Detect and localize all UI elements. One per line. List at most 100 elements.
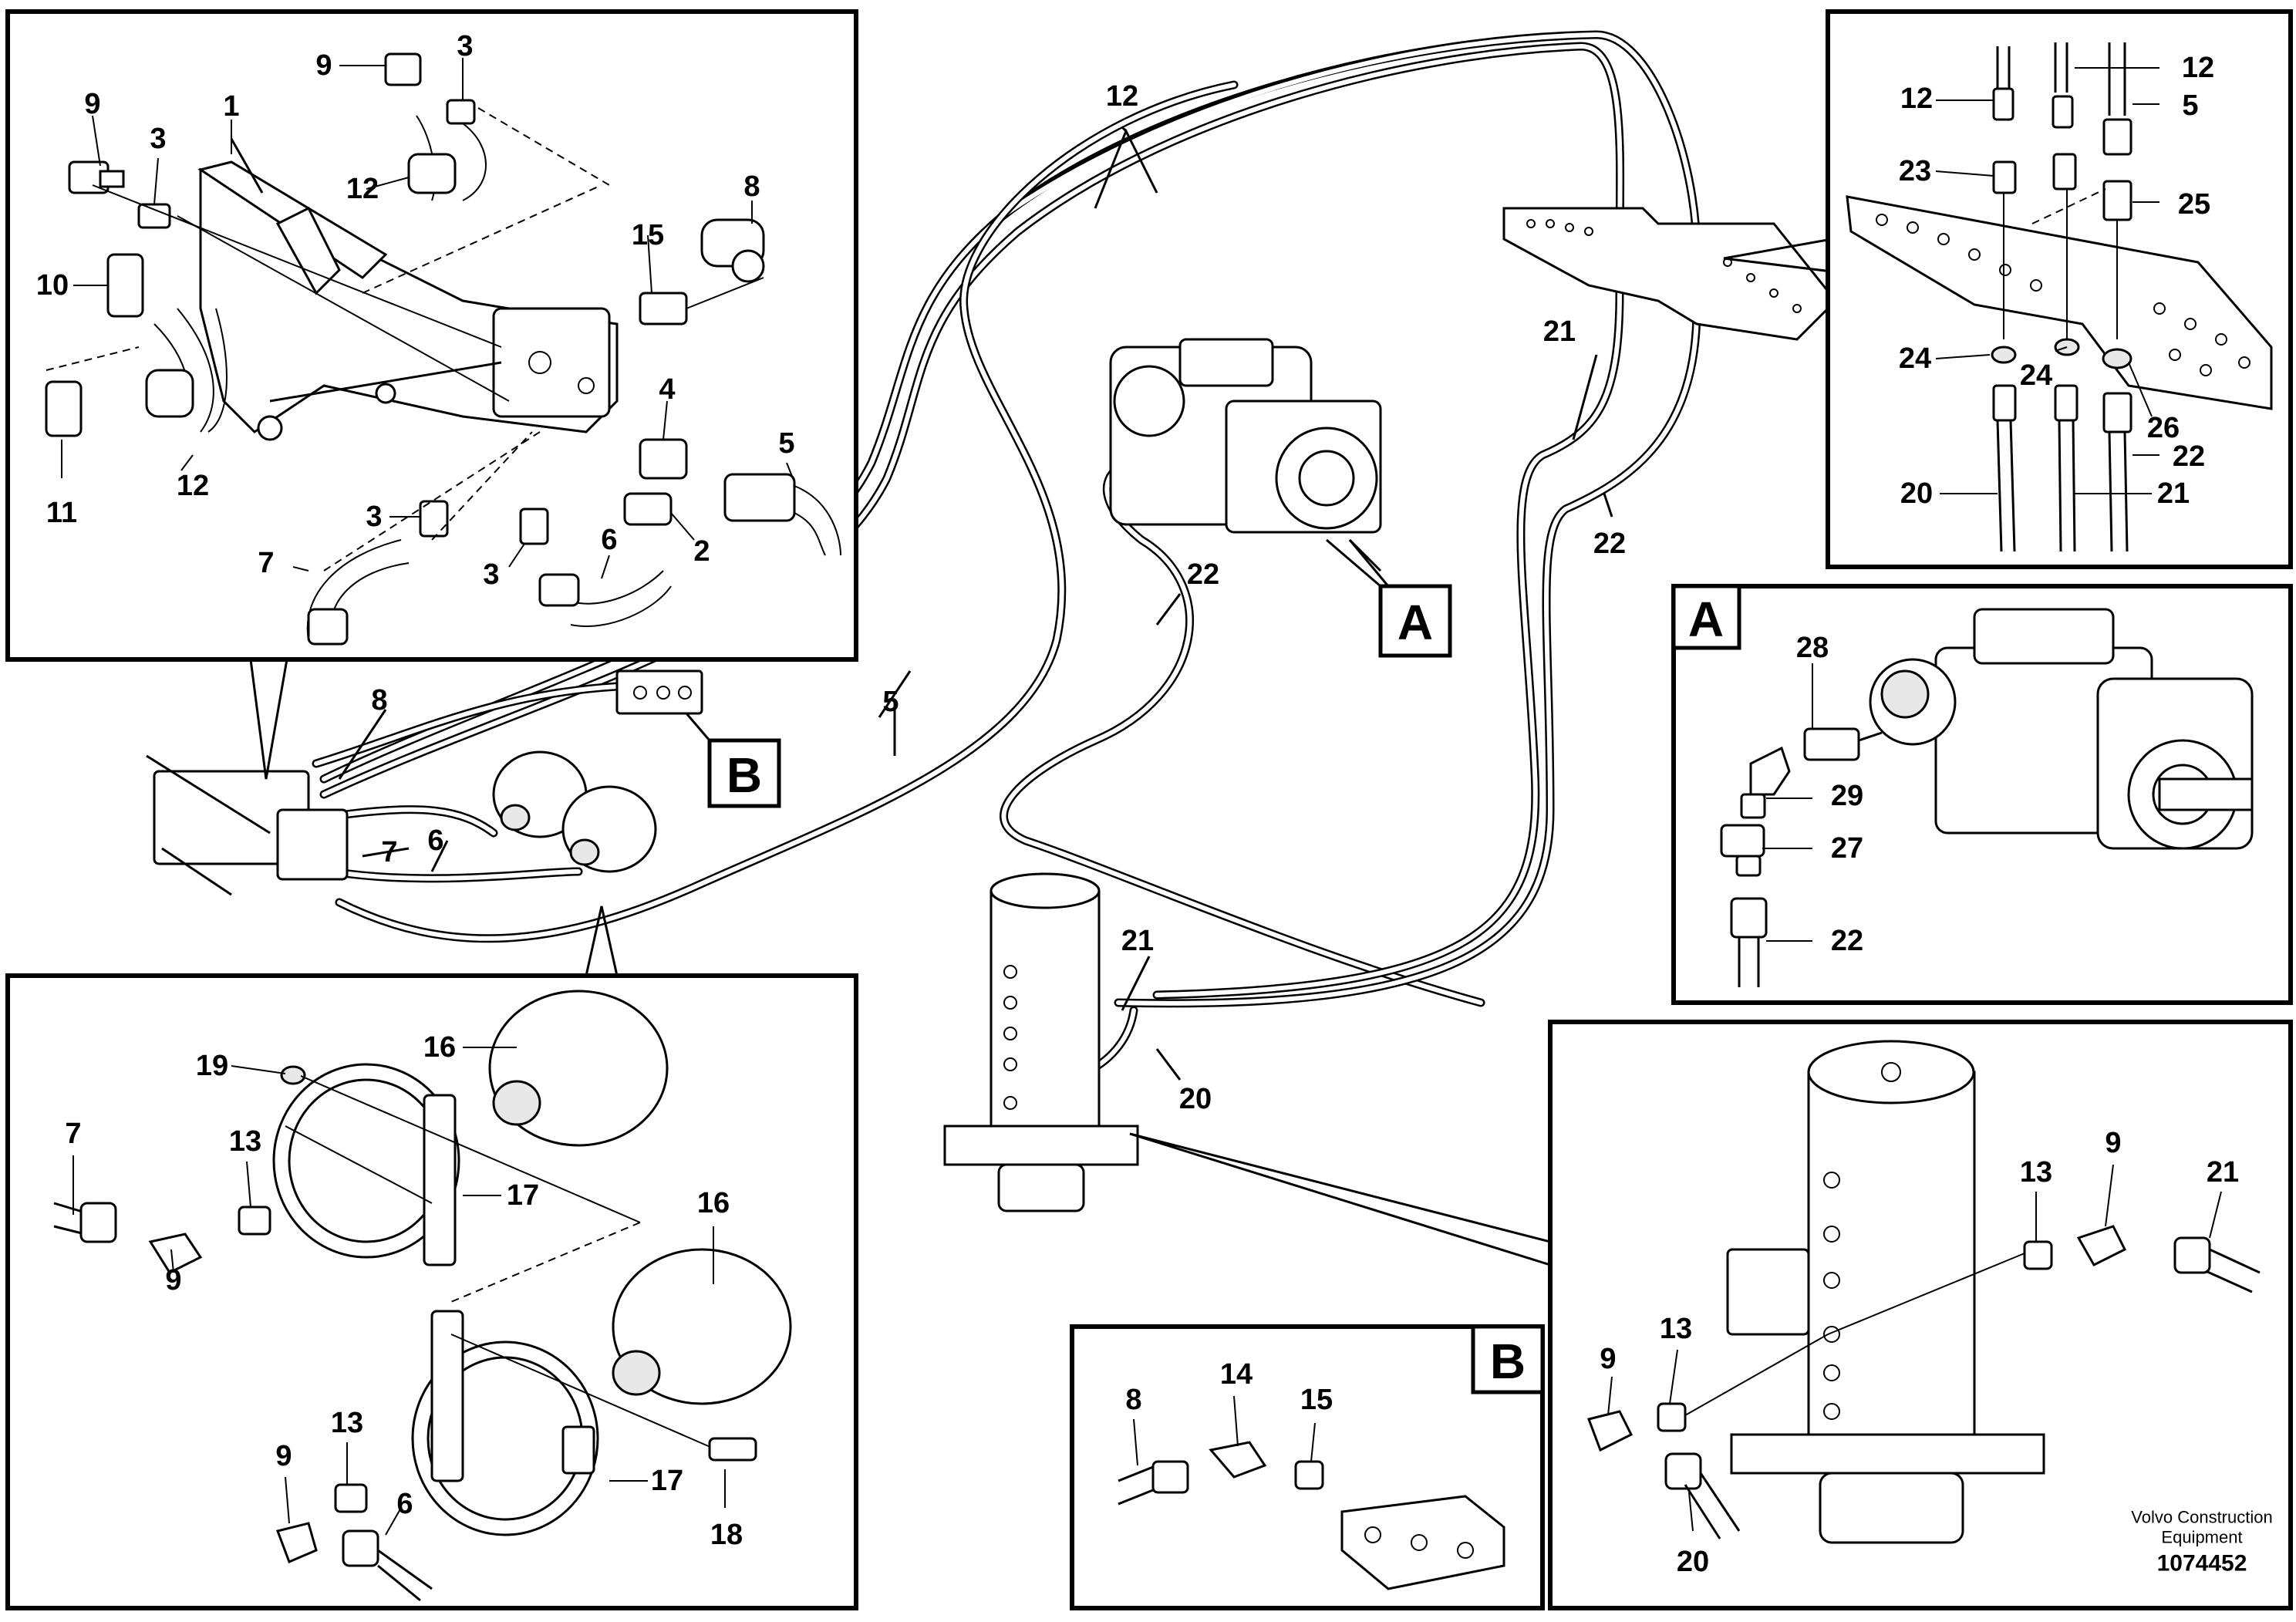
fitting-4: [639, 438, 688, 480]
hose-6-detail: [538, 570, 672, 627]
svg-text:9: 9: [84, 88, 100, 120]
svg-text:13: 13: [2020, 1156, 2052, 1189]
detail-bottom-right: 13 9 21 13 9 20 Volvo Construction Equip…: [1548, 1020, 2293, 1610]
detail-top-right: 12 12 5 23 25 24 24 26 22 20 21: [1826, 9, 2293, 569]
main-labels: 12 5 8 7 6 21 22 22 21 20: [371, 80, 1626, 1115]
svg-text:5: 5: [2182, 89, 2198, 122]
main-label-7: 7: [381, 836, 397, 868]
svg-text:9: 9: [2105, 1127, 2121, 1159]
mounting-plate-main: [1502, 207, 1838, 341]
main-label-12: 12: [1106, 80, 1138, 113]
detail-bottom-left: 19 16 7 13 17 9 16 13 9 17 6 18: [5, 973, 858, 1610]
svg-text:12: 12: [346, 173, 379, 205]
svg-text:4: 4: [659, 373, 675, 406]
fitting-8: [700, 218, 765, 283]
fitting-9-b: [384, 52, 422, 86]
svg-text:8: 8: [743, 170, 760, 203]
fitting-2: [623, 492, 673, 526]
svg-text:8: 8: [1125, 1384, 1141, 1416]
svg-text:B: B: [727, 747, 762, 803]
drawing-number: 1074452: [2157, 1551, 2247, 1576]
svg-text:24: 24: [1899, 342, 1931, 375]
svg-text:27: 27: [1831, 832, 1863, 865]
accumulators-main: [492, 750, 657, 873]
pointer-bottom-left: [585, 905, 619, 976]
svg-text:17: 17: [651, 1465, 683, 1497]
fitting-9-a: [68, 160, 125, 194]
svg-text:19: 19: [196, 1050, 228, 1082]
svg-text:12: 12: [1900, 83, 1933, 115]
svg-text:9: 9: [275, 1440, 292, 1472]
main-label-5: 5: [882, 686, 899, 718]
detail-top-left: 9 3 9 3 1 12 8 15 10 4 5 11 12 3 7 3 6 2: [5, 9, 858, 662]
svg-text:B: B: [1490, 1334, 1526, 1389]
fitting-15: [639, 292, 688, 325]
main-leaders: [338, 126, 1613, 1081]
svg-text:12: 12: [2182, 52, 2214, 84]
svg-text:6: 6: [601, 524, 617, 556]
svg-text:5: 5: [778, 427, 794, 460]
svg-text:22: 22: [1831, 925, 1863, 957]
svg-text:9: 9: [165, 1264, 181, 1297]
svg-text:3: 3: [150, 123, 166, 155]
callout-b-main: B: [685, 713, 781, 808]
valve-assembly-main: [146, 754, 349, 896]
svg-text:15: 15: [632, 219, 664, 251]
svg-text:14: 14: [1220, 1358, 1253, 1391]
callout-a-main: A: [1326, 538, 1452, 658]
svg-text:25: 25: [2178, 188, 2210, 221]
main-label-21-swivel: 21: [1121, 925, 1154, 957]
credit-line-1: Volvo Construction: [2131, 1508, 2272, 1527]
svg-text:A: A: [1397, 595, 1433, 650]
svg-text:21: 21: [2157, 477, 2190, 510]
svg-text:12: 12: [177, 470, 209, 502]
main-label-22-pump: 22: [1187, 558, 1219, 591]
svg-text:23: 23: [1899, 155, 1931, 187]
fitting-11: [45, 380, 83, 437]
main-label-21-top: 21: [1543, 315, 1576, 348]
credit-line-2: Equipment: [2161, 1528, 2242, 1547]
hose-12-a: [145, 308, 228, 433]
pointer-bottom-right: [1129, 1132, 1552, 1267]
svg-text:10: 10: [36, 269, 69, 302]
svg-text:11: 11: [46, 497, 77, 529]
main-label-20: 20: [1179, 1083, 1212, 1115]
svg-text:18: 18: [710, 1519, 743, 1551]
fitting-3-c: [419, 500, 449, 538]
fitting-3-b: [446, 99, 476, 125]
svg-text:22: 22: [2173, 440, 2205, 473]
svg-text:13: 13: [331, 1407, 363, 1439]
detail-a: A 28 29 27 22: [1671, 584, 2293, 1005]
hose-end-5: [723, 473, 841, 556]
svg-text:21: 21: [2207, 1156, 2239, 1189]
pointer-top-left: [249, 659, 288, 780]
fitting-10: [106, 253, 144, 318]
svg-text:2: 2: [693, 535, 710, 568]
swivel-main: [943, 872, 1139, 1212]
svg-text:3: 3: [366, 501, 382, 533]
svg-text:9: 9: [315, 49, 332, 82]
svg-text:6: 6: [396, 1488, 413, 1520]
main-label-22-right: 22: [1593, 528, 1626, 560]
svg-text:20: 20: [1677, 1546, 1709, 1578]
svg-text:3: 3: [457, 30, 473, 62]
svg-text:7: 7: [258, 547, 274, 579]
hose-12-b: [407, 115, 487, 201]
svg-text:24: 24: [2020, 359, 2052, 392]
svg-text:17: 17: [507, 1179, 539, 1212]
pump-main: [1109, 338, 1382, 572]
hose-7-detail: [306, 539, 410, 646]
svg-text:7: 7: [65, 1118, 81, 1150]
svg-text:3: 3: [483, 558, 499, 591]
main-label-8: 8: [371, 684, 387, 717]
detail-b: B 8 14 15: [1070, 1324, 1545, 1610]
svg-text:13: 13: [1660, 1313, 1692, 1345]
svg-text:16: 16: [423, 1031, 456, 1064]
svg-text:16: 16: [697, 1187, 730, 1219]
svg-text:26: 26: [2147, 412, 2180, 444]
fitting-3-a: [137, 203, 171, 229]
svg-text:29: 29: [1831, 780, 1863, 812]
svg-text:9: 9: [1600, 1343, 1616, 1375]
main-label-6: 6: [427, 824, 443, 857]
